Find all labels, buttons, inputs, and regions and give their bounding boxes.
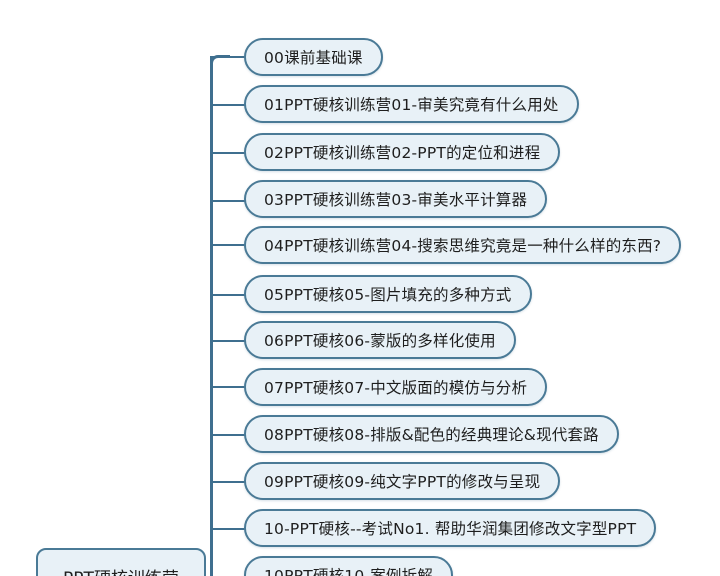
topic-label: 03PPT硬核训练营03-审美水平计算器	[264, 191, 528, 209]
root-topic-label: PPT硬核训练营	[63, 564, 179, 576]
topic-node-01[interactable]: 01PPT硬核训练营01-审美究竟有什么用处	[244, 85, 579, 123]
topic-label: 08PPT硬核08-排版&配色的经典理论&现代套路	[264, 426, 599, 444]
topic-label: 10PPT硬核10-案例拆解	[264, 567, 434, 576]
topic-node-10-exam[interactable]: 10-PPT硬核--考试No1. 帮助华润集团修改文字型PPT	[244, 509, 657, 547]
topic-node-03[interactable]: 03PPT硬核训练营03-审美水平计算器	[244, 180, 548, 218]
topic-node-00[interactable]: 00课前基础课	[244, 38, 383, 76]
topic-node-08[interactable]: 08PPT硬核08-排版&配色的经典理论&现代套路	[244, 415, 619, 453]
connector-branch	[211, 528, 247, 530]
topic-node-02[interactable]: 02PPT硬核训练营02-PPT的定位和进程	[244, 133, 561, 171]
root-topic-node[interactable]: PPT硬核训练营	[36, 548, 206, 576]
connector-branch	[211, 294, 247, 296]
connector-branch	[211, 104, 247, 106]
topic-node-06[interactable]: 06PPT硬核06-蒙版的多样化使用	[244, 321, 516, 359]
connector-branch	[211, 434, 247, 436]
connector-branch	[211, 244, 247, 246]
connector-branch	[211, 56, 247, 58]
connector-branch	[211, 152, 247, 154]
topic-label: 01PPT硬核训练营01-审美究竟有什么用处	[264, 96, 559, 114]
connector-spine	[210, 56, 213, 576]
topic-label: 06PPT硬核06-蒙版的多样化使用	[264, 332, 496, 350]
topic-label: 00课前基础课	[264, 49, 363, 67]
topic-label: 07PPT硬核07-中文版面的模仿与分析	[264, 379, 528, 397]
topic-label: 09PPT硬核09-纯文字PPT的修改与呈现	[264, 473, 541, 491]
topic-label: 05PPT硬核05-图片填充的多种方式	[264, 286, 512, 304]
topic-node-07[interactable]: 07PPT硬核07-中文版面的模仿与分析	[244, 368, 548, 406]
topic-node-05[interactable]: 05PPT硬核05-图片填充的多种方式	[244, 275, 532, 313]
topic-node-09[interactable]: 09PPT硬核09-纯文字PPT的修改与呈现	[244, 462, 561, 500]
topic-node-04[interactable]: 04PPT硬核训练营04-搜索思维究竟是一种什么样的东西?	[244, 226, 682, 264]
topic-label: 02PPT硬核训练营02-PPT的定位和进程	[264, 144, 541, 162]
topic-label: 10-PPT硬核--考试No1. 帮助华润集团修改文字型PPT	[264, 520, 637, 538]
topic-label: 04PPT硬核训练营04-搜索思维究竟是一种什么样的东西?	[264, 237, 662, 255]
connector-branch	[211, 386, 247, 388]
topic-node-10-case[interactable]: 10PPT硬核10-案例拆解	[244, 556, 454, 576]
connector-branch	[211, 481, 247, 483]
connector-branch	[211, 340, 247, 342]
connector-branch	[211, 200, 247, 202]
